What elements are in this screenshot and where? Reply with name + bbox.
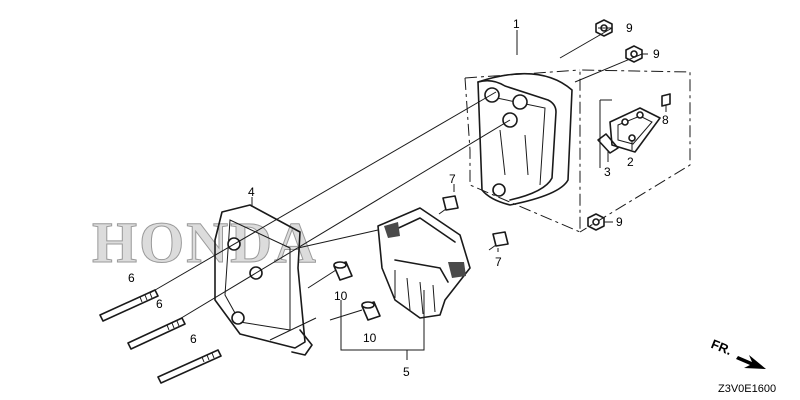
screw-8 [661,93,671,112]
honda-watermark: HONDA [92,210,318,275]
callouts: 1 2 3 4 5 6 6 6 7 7 8 9 9 9 10 10 [128,17,669,379]
bolt-7-upper [438,195,459,215]
direction-arrow-icon [736,355,766,369]
collar-10-bottom [361,301,381,321]
callout-2: 2 [627,155,634,169]
callout-10-top: 10 [334,289,348,303]
callout-6-bottom: 6 [190,332,197,346]
callout-5: 5 [403,365,410,379]
muffler-cover [377,207,471,319]
callout-1: 1 [513,17,520,31]
stud-bolt-middle [127,317,186,350]
gasket-small [597,133,619,154]
callout-6-top: 6 [128,271,135,285]
collar-10-top [333,261,353,281]
callout-3: 3 [604,165,611,179]
spark-arrester-plate [609,107,661,153]
bolt-7-lower [488,231,509,251]
front-label: FR. [709,336,734,358]
stud-bolt-bottom [157,349,222,384]
callout-8: 8 [662,113,669,127]
callout-9-top: 9 [626,21,633,35]
front-direction-indicator: FR. [709,336,766,369]
callout-9-bottom: 9 [616,215,623,229]
muffler [477,72,573,206]
diagram-code: Z3V0E1600 [718,383,776,395]
callout-4: 4 [248,185,255,199]
callout-6-middle: 6 [156,297,163,311]
callout-7-upper: 7 [449,172,456,186]
stud-bolt-top [99,289,159,322]
leader-lines [149,27,648,360]
nut-9-bottom [587,213,605,231]
callout-10-bottom: 10 [363,331,377,345]
callout-7-lower: 7 [495,255,502,269]
callout-9-middle: 9 [653,47,660,61]
